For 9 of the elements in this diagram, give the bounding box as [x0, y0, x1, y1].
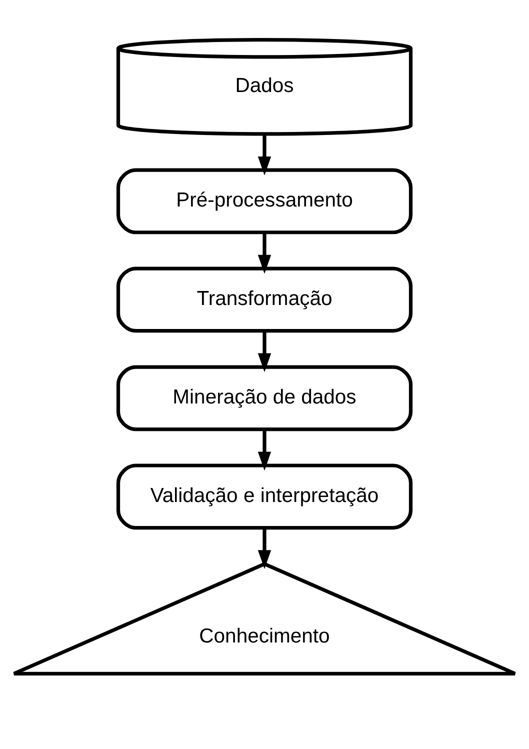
arrow: [258, 527, 272, 568]
arrow: [258, 232, 272, 274]
node-box: Validação e interpretação: [116, 463, 413, 530]
node-box: Mineração de dados: [116, 364, 413, 431]
arrow: [258, 330, 272, 372]
node-box: Transformação: [116, 266, 413, 332]
arrow: [258, 428, 272, 470]
node-box: Pré-processamento: [116, 168, 413, 234]
arrow: [258, 134, 272, 175]
